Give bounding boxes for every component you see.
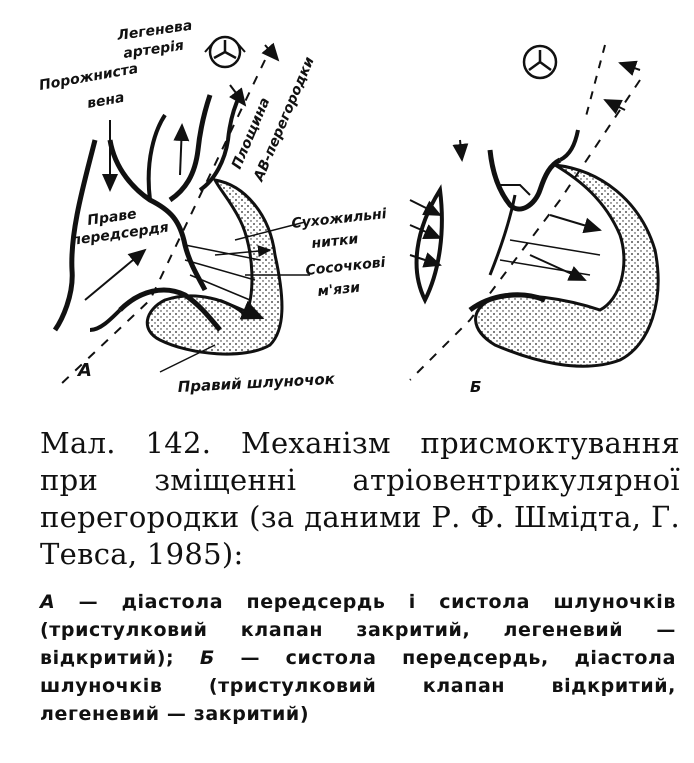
av-plane-line-b bbox=[409, 79, 641, 381]
legend-a-letter: А bbox=[40, 591, 56, 613]
legend-b-text: — систола передсердь, діастола шлуночків… bbox=[40, 647, 676, 725]
pulmonary-valve-icon-b bbox=[522, 44, 558, 80]
panel-b-letter: Б bbox=[470, 378, 481, 396]
panel-a-drawing bbox=[52, 35, 310, 386]
label-papillary-1: Сосочкові bbox=[305, 255, 387, 279]
label-right-ventricle: Правий шлуночок bbox=[177, 370, 336, 396]
figure-caption: Мал. 142. Механізм присмоктування при зм… bbox=[40, 426, 680, 571]
right-ventricle-wall-b bbox=[474, 163, 660, 368]
figure-legend: А — діастола передсердь і систола шлуноч… bbox=[40, 588, 676, 728]
pulmonary-valve-icon bbox=[204, 35, 246, 69]
panel-a-letter: А bbox=[76, 360, 92, 381]
heart-mechanism-figure: Легенева артерія Порожниста вена Площина… bbox=[38, 18, 660, 396]
panel-b-drawing bbox=[409, 44, 660, 381]
av-plane-line-a bbox=[59, 59, 266, 386]
legend-b-letter: Б bbox=[199, 647, 215, 669]
label-vena-cava-1: Порожниста bbox=[38, 61, 140, 94]
label-chordae-1: Сухожильні bbox=[291, 206, 388, 232]
label-chordae-2: нитки bbox=[311, 231, 360, 252]
legend-a-text: — діастола передсердь і систола шлуночкі… bbox=[40, 591, 676, 669]
right-ventricle-wall-a bbox=[145, 178, 284, 356]
label-right-atrium-1: Праве bbox=[86, 206, 137, 229]
label-papillary-2: м'язи bbox=[317, 280, 361, 300]
label-vena-cava-2: вена bbox=[86, 90, 126, 112]
